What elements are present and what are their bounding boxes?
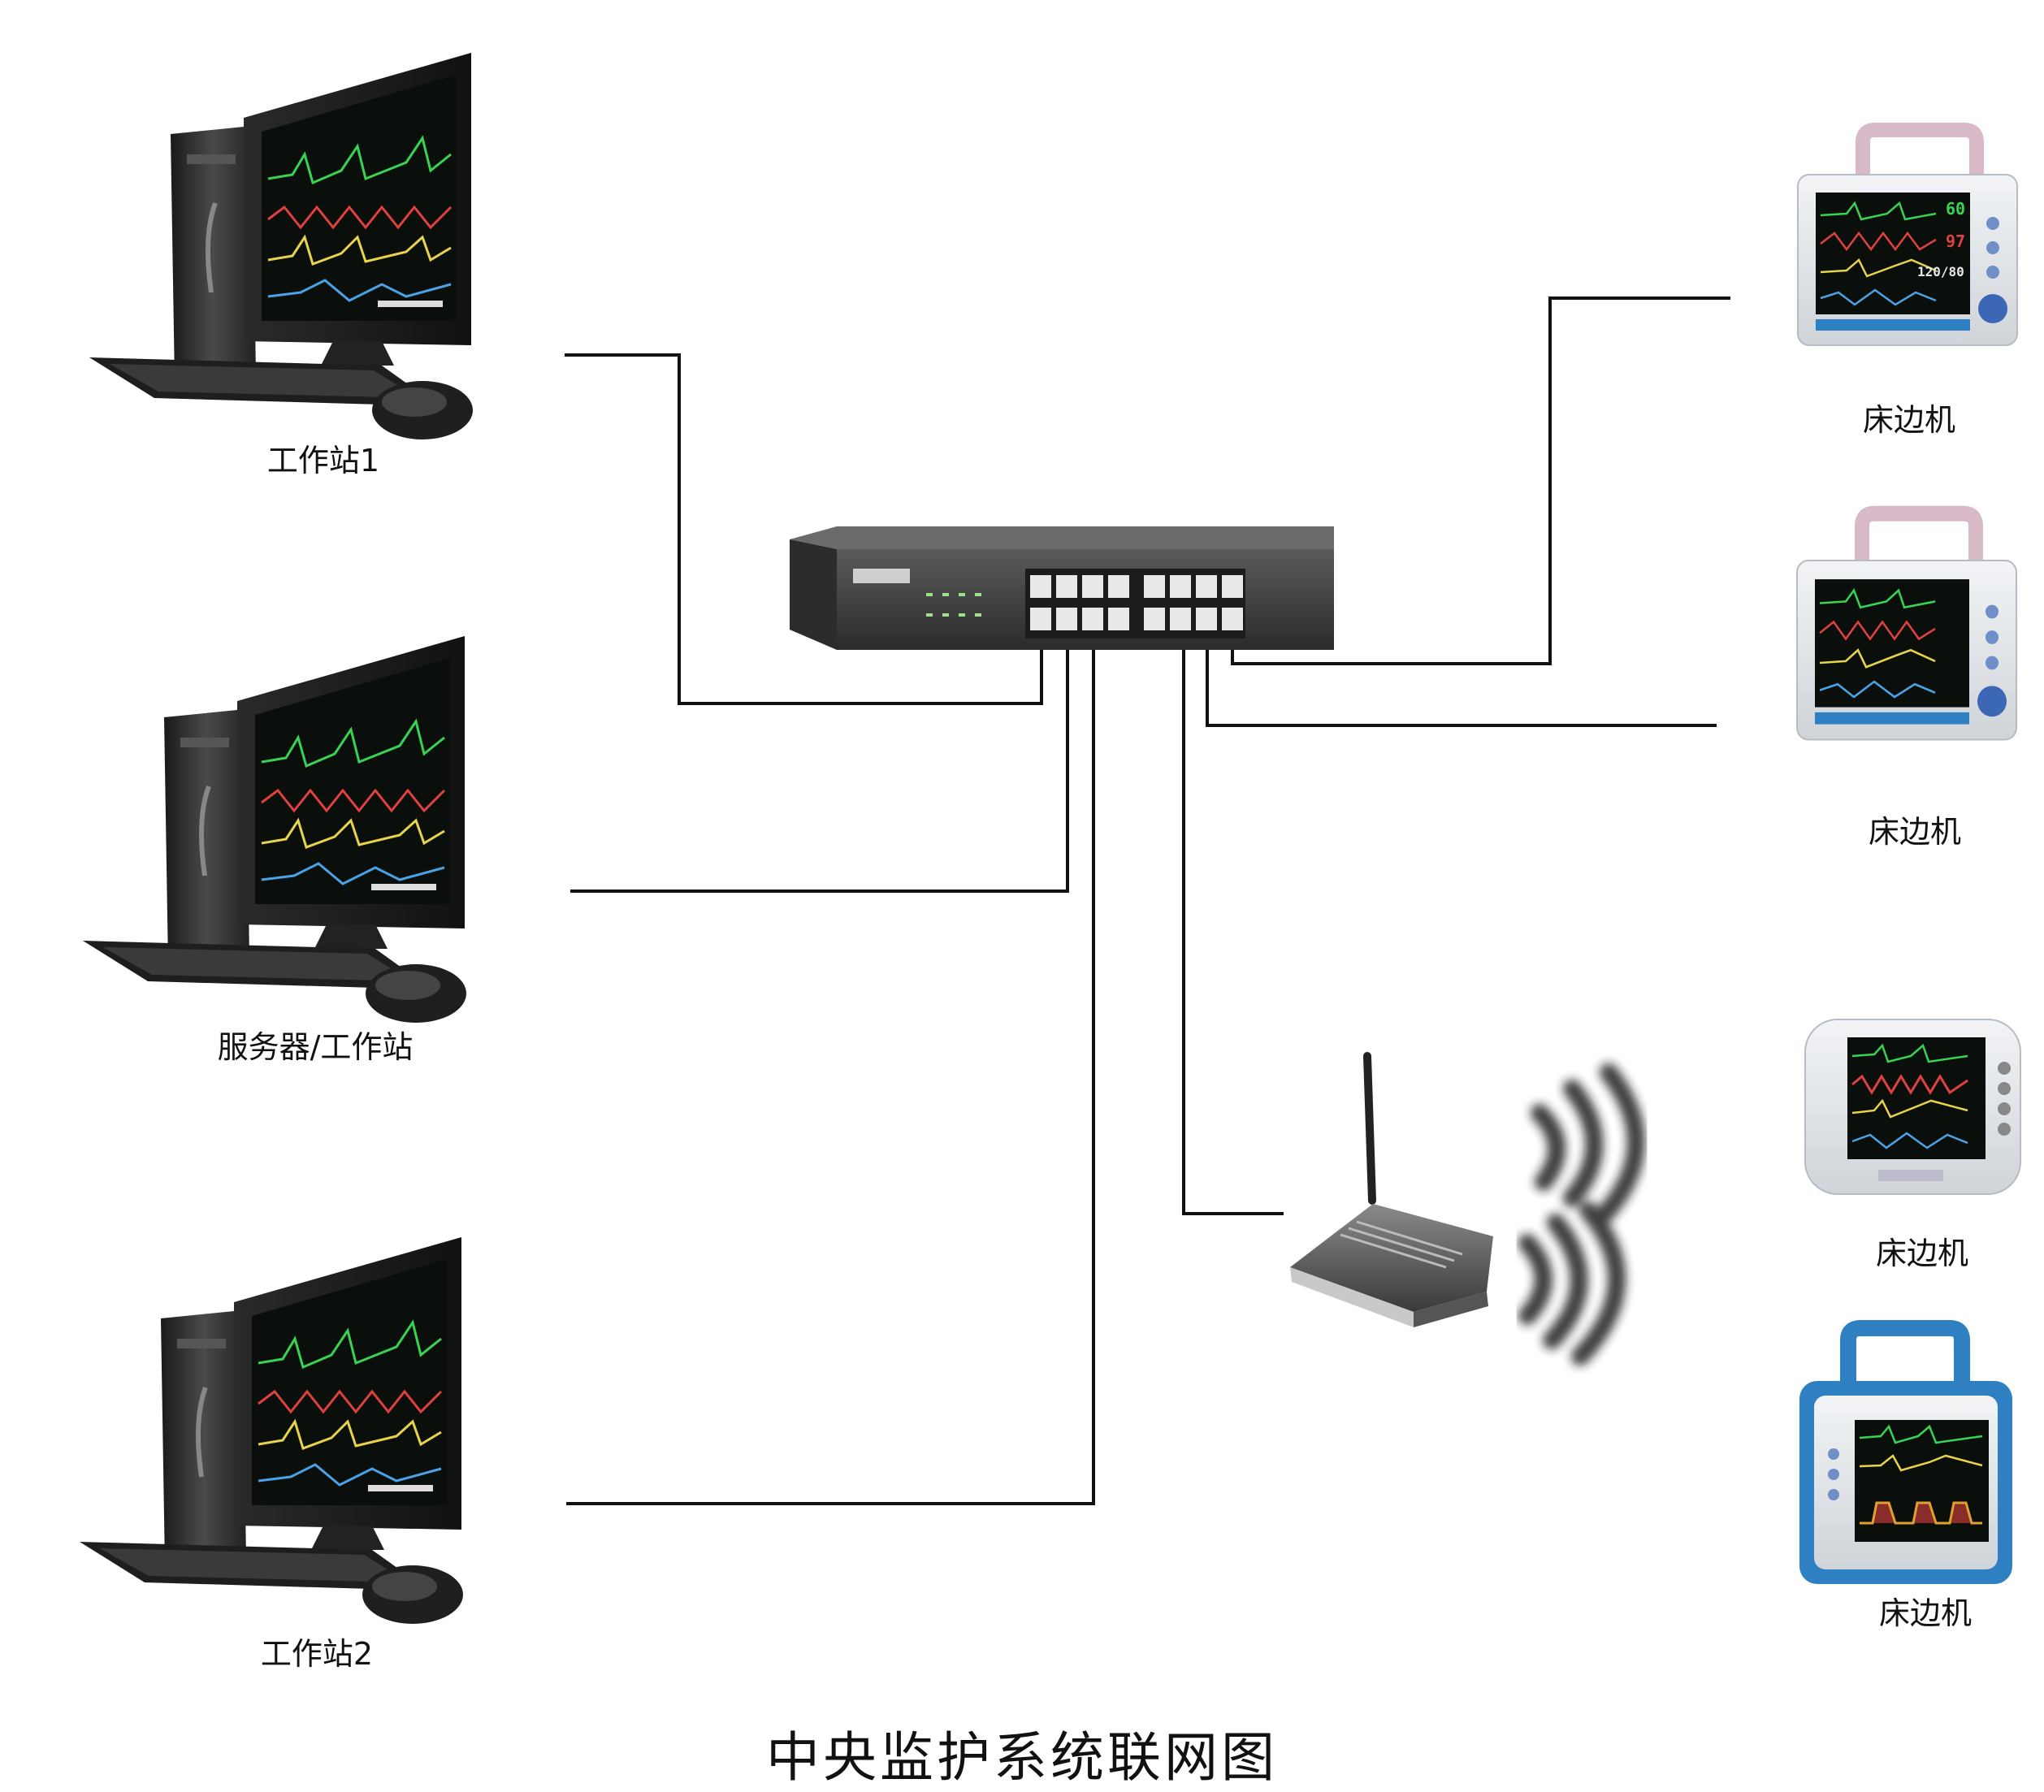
workstation-2-computer <box>80 1237 463 1624</box>
cable-monitor2 <box>1206 617 1717 727</box>
workstation-1 <box>89 53 473 439</box>
workstation-1-computer <box>89 53 473 439</box>
bedside-monitor-2 <box>1797 513 2016 739</box>
monitor-1-hr-value: 60 <box>1946 199 1966 219</box>
workstation-server <box>83 636 466 1023</box>
diagram-title: 中央监护系统联网图 <box>766 1726 1278 1789</box>
bedside-monitor-3-label: 床边机 <box>1875 1236 1969 1271</box>
bedside-monitor-2-label: 床边机 <box>1868 814 1962 850</box>
cable-router <box>1182 617 1284 1215</box>
network-cables <box>565 297 1730 1505</box>
monitor-1-nibp-value: 120/80 <box>1917 264 1964 279</box>
wireless-signal-icon <box>1518 1063 1645 1366</box>
cable-workstation2 <box>566 638 1095 1505</box>
cable-server <box>570 638 1069 893</box>
bedside-monitor-1-label: 床边机 <box>1862 402 1956 438</box>
bedside-monitor-1 <box>1798 130 2017 345</box>
cable-workstation1 <box>565 353 1043 705</box>
bedside-monitor-3 <box>1804 1019 2021 1195</box>
monitor-1-spo2-value: 97 <box>1946 232 1966 251</box>
bedside-monitor-4 <box>1799 1320 2012 1584</box>
workstation-1-label: 工作站1 <box>266 443 380 478</box>
wireless-router <box>1290 1052 1493 1327</box>
server-computer <box>83 636 466 1023</box>
workstation-2 <box>80 1237 463 1624</box>
workstation-2-label: 工作站2 <box>260 1636 374 1672</box>
bedside-monitor-4-label: 床边机 <box>1878 1595 1973 1631</box>
server-workstation-label: 服务器/工作站 <box>217 1029 414 1065</box>
network-switch <box>790 526 1334 650</box>
